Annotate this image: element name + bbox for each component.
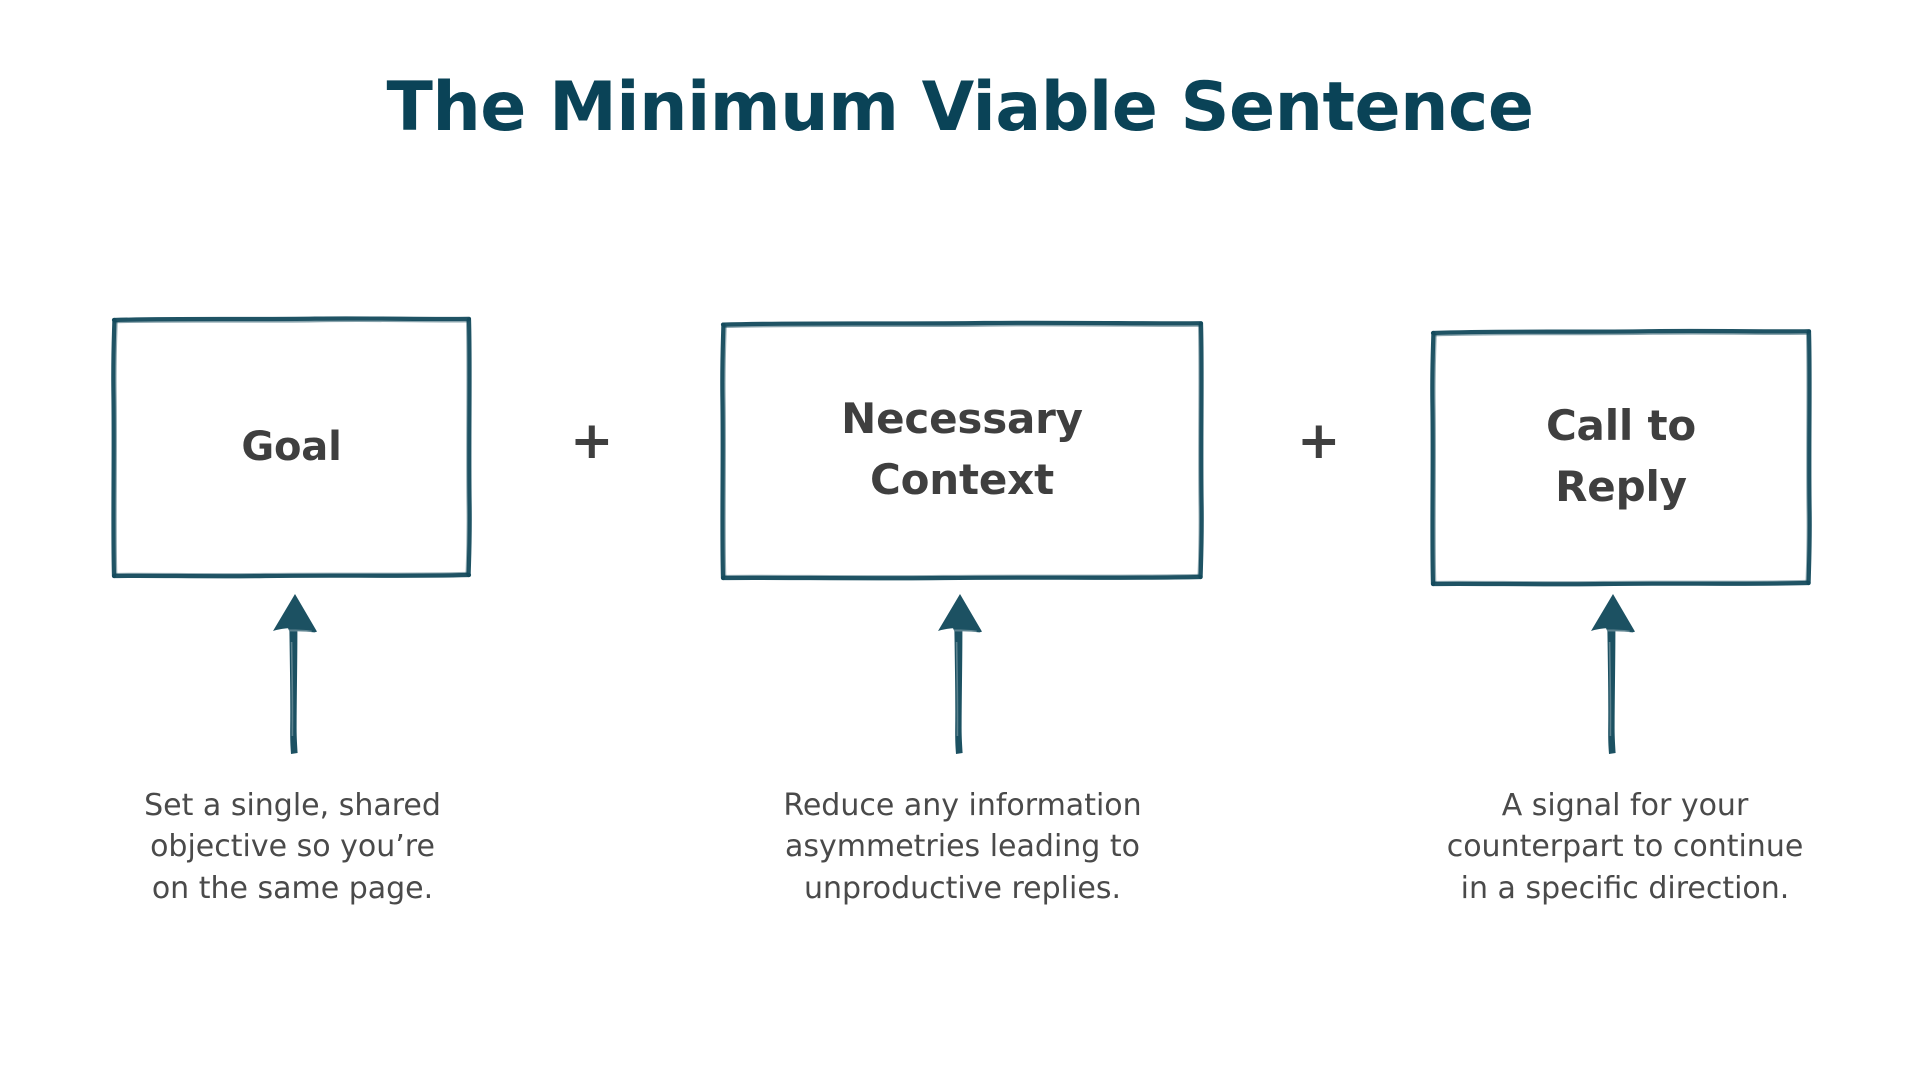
concept-boxes-row: Goal Necessary Con bbox=[0, 316, 1920, 588]
caption-goal: Set a single, shared objective so you’re… bbox=[144, 788, 441, 906]
up-arrow-icon bbox=[938, 594, 982, 754]
up-arrow-icon bbox=[273, 594, 317, 754]
page-title: The Minimum Viable Sentence bbox=[386, 68, 1534, 147]
concept-box-necessary-context[interactable]: Necessary Context bbox=[720, 320, 1204, 581]
caption-call-to-reply: A signal for your counterpart to continu… bbox=[1446, 788, 1804, 906]
concept-box-label: Necessary Context bbox=[841, 394, 1083, 504]
plus-operator-2: + bbox=[1297, 411, 1341, 471]
concept-box-label: Goal bbox=[241, 424, 342, 470]
concept-column-call-to-reply: Call to Reply bbox=[1430, 318, 1812, 587]
concept-box-label: Call to Reply bbox=[1545, 401, 1697, 511]
concept-column-goal: Goal bbox=[111, 316, 472, 579]
concept-box-goal[interactable]: Goal bbox=[111, 316, 472, 579]
concept-column-necessary-context: Necessary Context bbox=[720, 318, 1204, 581]
plus-operator-1: + bbox=[570, 411, 614, 471]
concept-box-call-to-reply[interactable]: Call to Reply bbox=[1430, 328, 1812, 587]
caption-necessary-context: Reduce any information asymmetries leadi… bbox=[783, 788, 1142, 906]
up-arrow-icon bbox=[1591, 594, 1635, 754]
